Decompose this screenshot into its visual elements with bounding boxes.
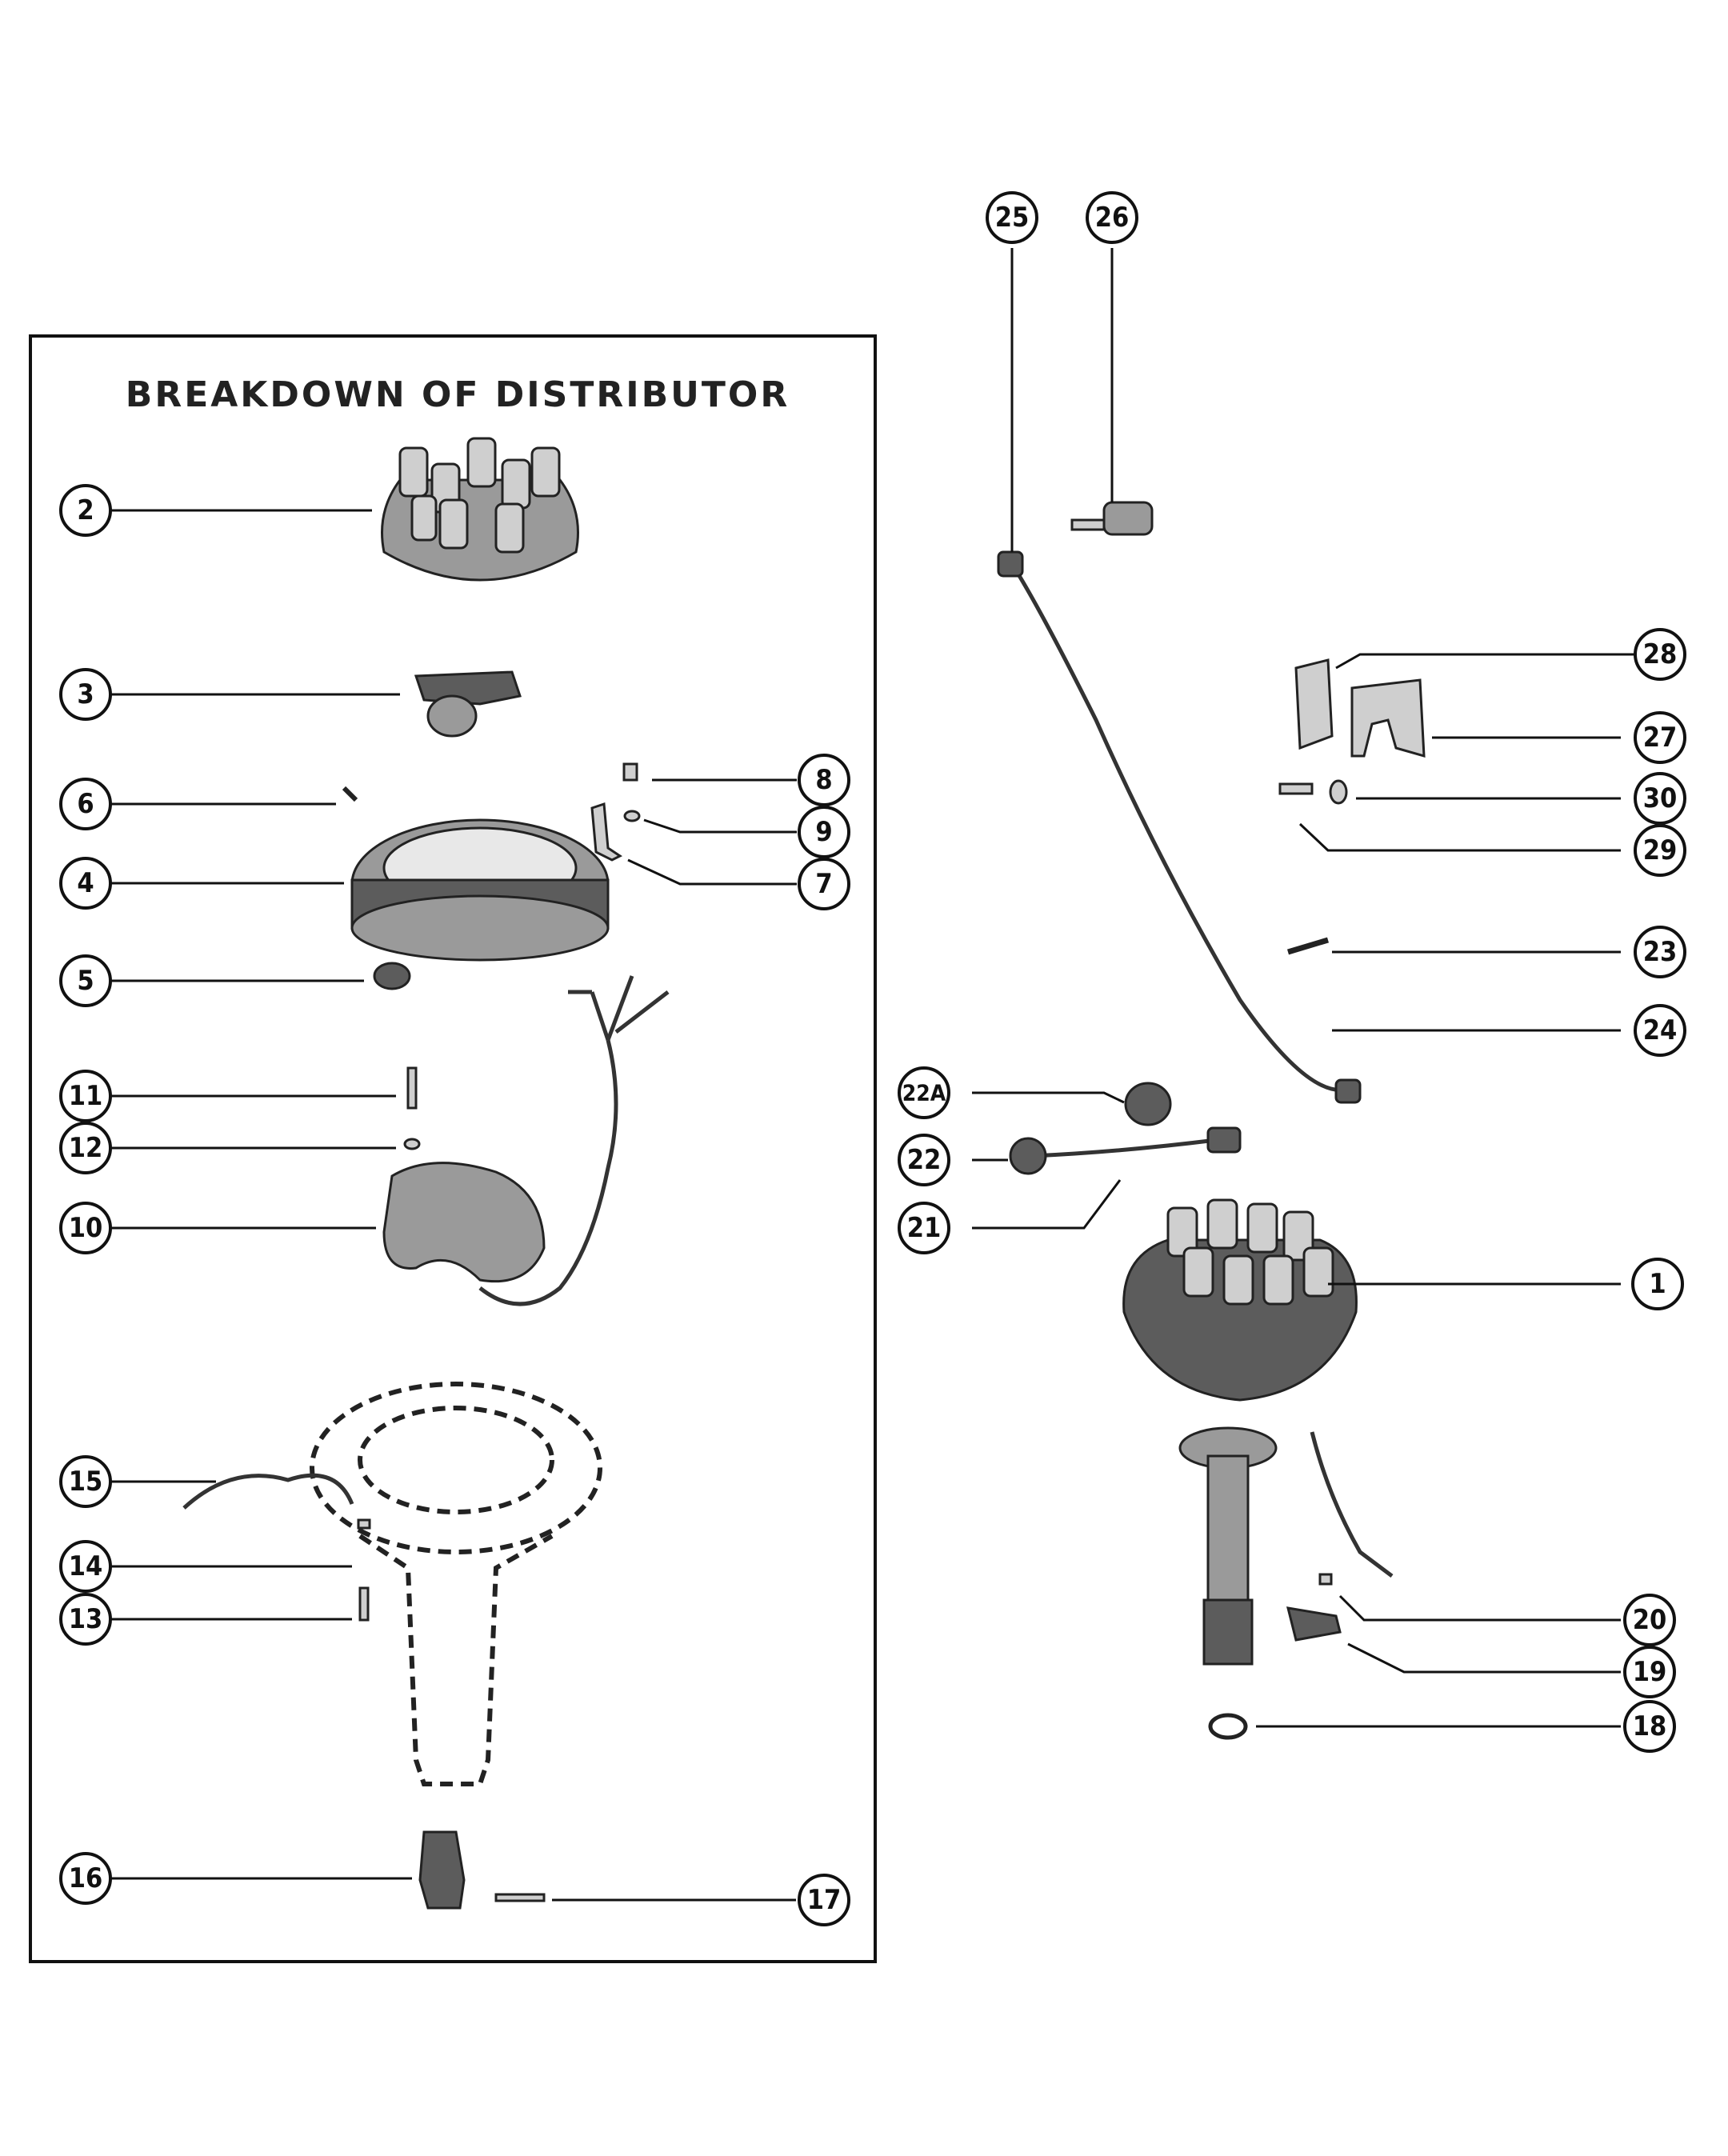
- callout-26: 26: [1086, 191, 1138, 244]
- callout-28: 28: [1634, 628, 1686, 681]
- drive-gear-part: [418, 1830, 466, 1910]
- callout-15: 15: [59, 1455, 112, 1508]
- sender-part: [1070, 501, 1154, 536]
- callout-23: 23: [1634, 926, 1686, 978]
- svg-text:26: 26: [1095, 202, 1130, 234]
- bracket-washer-part: [1329, 779, 1348, 805]
- svg-text:5: 5: [77, 965, 94, 997]
- felt-washer-part: [373, 962, 411, 990]
- svg-text:12: 12: [69, 1132, 103, 1164]
- terminal-25: [997, 550, 1024, 578]
- callout-11: 11: [59, 1070, 112, 1122]
- callout-13: 13: [59, 1593, 112, 1646]
- svg-text:25: 25: [995, 202, 1030, 234]
- svg-text:10: 10: [69, 1212, 103, 1244]
- svg-text:22: 22: [907, 1144, 942, 1176]
- svg-text:3: 3: [77, 678, 94, 710]
- screw-washer-part: [622, 762, 641, 822]
- svg-text:15: 15: [69, 1466, 103, 1498]
- callout-17: 17: [798, 1874, 850, 1926]
- callout-6: 6: [59, 778, 112, 830]
- leader-lines: [110, 248, 1635, 1902]
- callout-21: 21: [898, 1202, 950, 1254]
- callout-10: 10: [59, 1202, 112, 1254]
- callout-29: 29: [1634, 824, 1686, 877]
- dashed-housing-outline: [310, 1382, 602, 1786]
- callout-2: 2: [59, 484, 112, 537]
- svg-text:8: 8: [815, 764, 832, 796]
- panel-title: BREAKDOWN OF DISTRIBUTOR: [126, 374, 790, 415]
- callout-14: 14: [59, 1540, 112, 1593]
- bracket-screw-part: [1278, 782, 1314, 795]
- retainer-screw-part: [1318, 1573, 1333, 1586]
- long-lead-wire: [1010, 562, 1353, 1093]
- distributor-housing-part: [350, 818, 610, 962]
- distributor-assembly-part: [1122, 1198, 1394, 1666]
- svg-text:24: 24: [1643, 1014, 1678, 1046]
- callout-16: 16: [59, 1852, 112, 1905]
- clip-part: [590, 802, 622, 862]
- svg-text:7: 7: [815, 868, 832, 900]
- callout-24: 24: [1634, 1004, 1686, 1057]
- pickup-screw-part: [403, 1066, 421, 1150]
- svg-text:4: 4: [77, 867, 94, 899]
- svg-text:19: 19: [1633, 1656, 1667, 1688]
- o-ring-part: [1208, 1713, 1248, 1740]
- svg-text:13: 13: [69, 1603, 103, 1635]
- svg-text:11: 11: [69, 1080, 103, 1112]
- distributor-cap-part: [381, 437, 579, 582]
- callout-20: 20: [1623, 1594, 1676, 1646]
- svg-text:1: 1: [1649, 1268, 1666, 1300]
- callout-19: 19: [1623, 1646, 1676, 1698]
- clip-23-part: [1286, 937, 1330, 955]
- callout-3: 3: [59, 668, 112, 721]
- svg-text:18: 18: [1633, 1710, 1667, 1742]
- svg-text:22A: 22A: [902, 1080, 946, 1106]
- callout-25: 25: [986, 191, 1038, 244]
- svg-text:23: 23: [1643, 936, 1678, 968]
- ground-wire-part: [182, 1473, 354, 1510]
- svg-text:21: 21: [907, 1212, 942, 1244]
- grommet-part: [1124, 1082, 1172, 1126]
- svg-text:17: 17: [807, 1884, 842, 1916]
- roll-pin-part: [494, 1893, 546, 1902]
- rotor-part: [414, 670, 522, 738]
- callout-30: 30: [1634, 772, 1686, 825]
- svg-text:29: 29: [1643, 834, 1678, 866]
- callout-27: 27: [1634, 711, 1686, 764]
- svg-text:30: 30: [1643, 782, 1678, 814]
- callout-9: 9: [798, 806, 850, 858]
- callout-7: 7: [798, 858, 850, 910]
- svg-text:2: 2: [77, 494, 94, 526]
- pickup-coil-part: [382, 975, 670, 1306]
- svg-text:9: 9: [815, 816, 832, 848]
- pin-part: [342, 786, 358, 802]
- svg-text:28: 28: [1643, 638, 1678, 670]
- svg-text:6: 6: [77, 788, 94, 820]
- callout-5: 5: [59, 954, 112, 1007]
- svg-text:20: 20: [1633, 1604, 1667, 1636]
- svg-text:16: 16: [69, 1862, 103, 1894]
- bracket-part: [1294, 658, 1426, 758]
- svg-text:27: 27: [1643, 722, 1678, 754]
- callout-1: 1: [1631, 1258, 1684, 1310]
- coil-lead-part: [1009, 1126, 1242, 1175]
- breakdown-panel: [29, 334, 877, 1963]
- callout-4: 4: [59, 857, 112, 910]
- callout-22: 22: [898, 1134, 950, 1186]
- terminal-24: [1334, 1078, 1362, 1104]
- callout-22a: 22A: [898, 1066, 950, 1119]
- callout-18: 18: [1623, 1700, 1676, 1753]
- retainer-part: [1286, 1606, 1342, 1642]
- small-screw-part: [357, 1518, 371, 1622]
- svg-text:14: 14: [69, 1550, 103, 1582]
- callout-8: 8: [798, 754, 850, 806]
- callout-12: 12: [59, 1122, 112, 1174]
